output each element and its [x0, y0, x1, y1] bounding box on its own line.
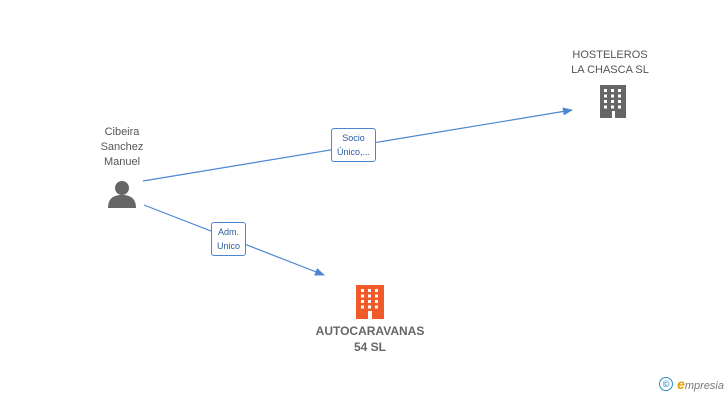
building-window: [604, 94, 607, 98]
empresia-watermark: © empresia: [659, 376, 724, 392]
building-window: [375, 294, 378, 298]
edge-label-adm[interactable]: Adm. Unico: [211, 222, 247, 256]
copyright-icon: ©: [659, 377, 674, 391]
building-window: [361, 305, 364, 309]
building-window: [618, 94, 621, 98]
building-window: [611, 89, 614, 92]
building-window: [375, 289, 378, 292]
building-window: [361, 300, 364, 303]
edge-label-socio[interactable]: Socio Único,...: [331, 128, 377, 162]
building-window: [611, 105, 614, 109]
building-window: [375, 300, 378, 303]
building-window: [618, 89, 621, 92]
building-window: [618, 105, 621, 109]
building-window: [611, 94, 614, 98]
building-window: [361, 289, 364, 292]
building-window: [604, 105, 607, 109]
company-main-label[interactable]: AUTOCARAVANAS 54 SL: [315, 324, 425, 354]
building-window: [604, 100, 607, 103]
building-window: [368, 300, 371, 303]
brand-name: empresia: [677, 376, 724, 392]
building-window: [618, 100, 621, 103]
person-label[interactable]: Cibeira Sanchez Manuel: [100, 126, 144, 168]
building-window: [611, 100, 614, 103]
person-icon[interactable]: [108, 181, 136, 208]
building-window: [361, 294, 364, 298]
building-window: [368, 289, 371, 292]
company-top-label[interactable]: HOSTELEROS LA CHASCA SL: [571, 49, 649, 76]
building-window: [604, 89, 607, 92]
building-window: [368, 294, 371, 298]
building-window: [375, 305, 378, 309]
building-window: [368, 305, 371, 309]
